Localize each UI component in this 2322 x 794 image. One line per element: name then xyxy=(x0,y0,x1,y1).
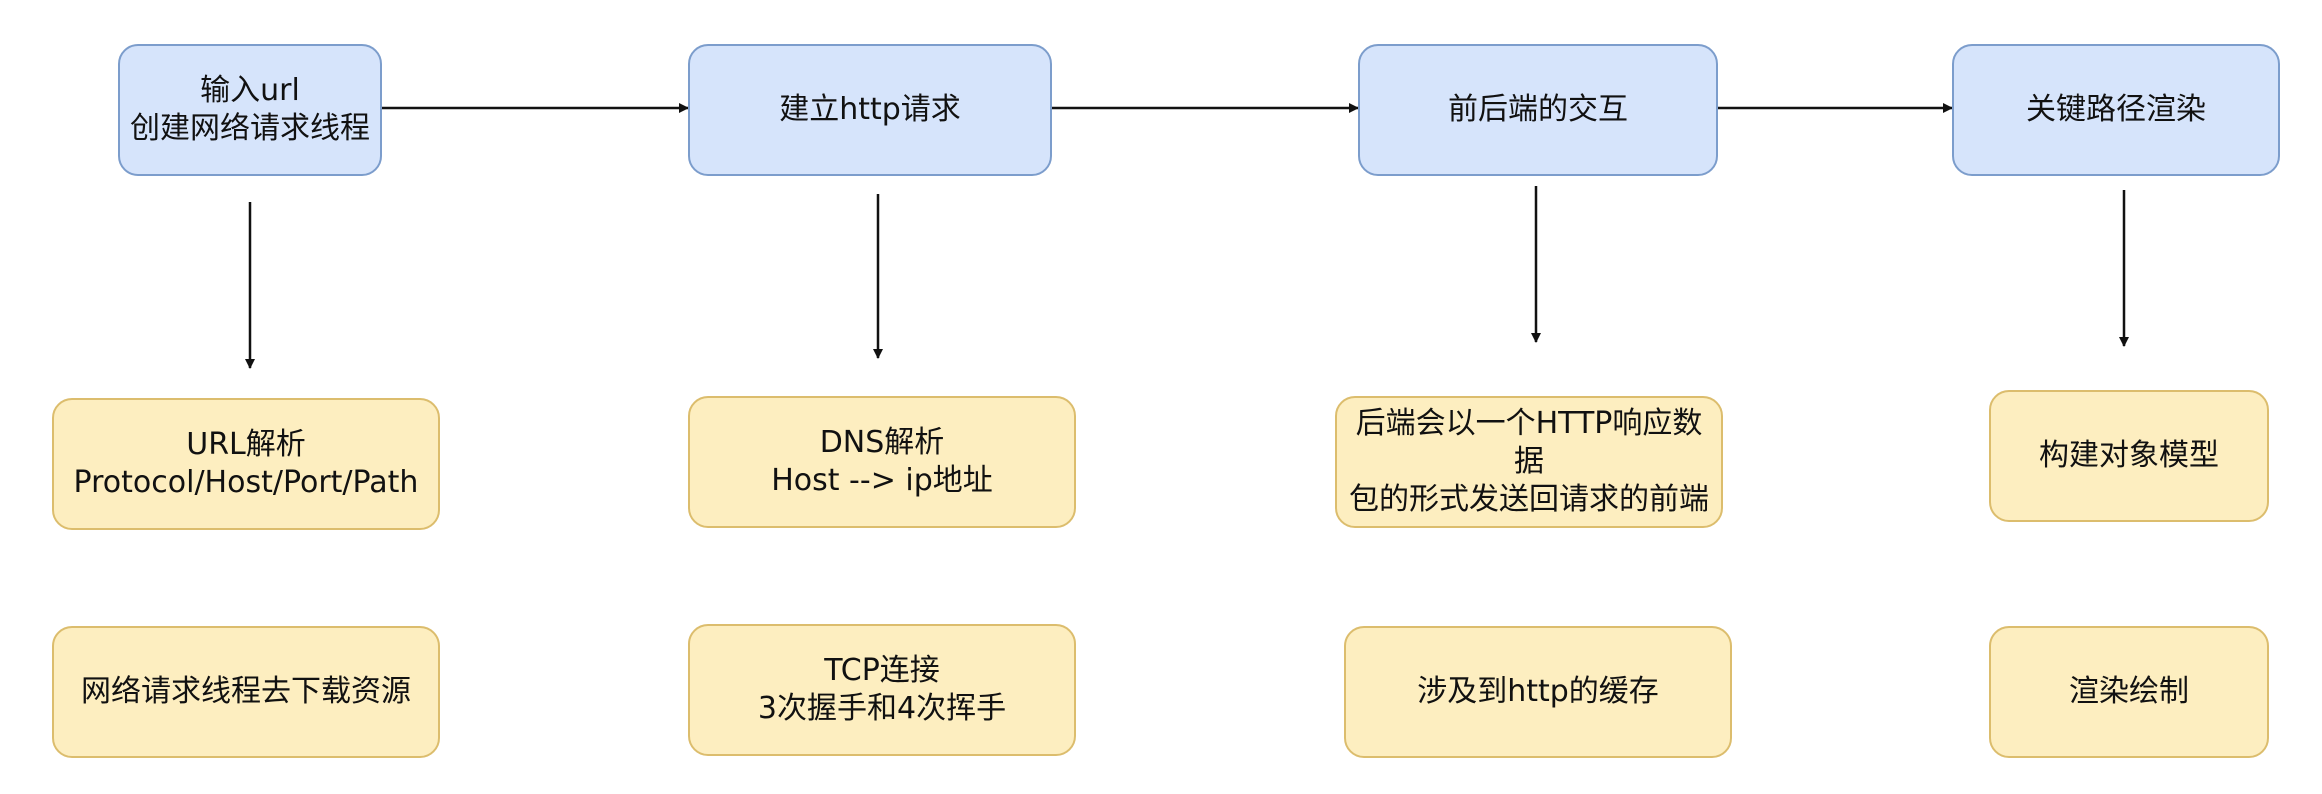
step-critical-rendering-path: 关键路径渲染 xyxy=(1952,44,2280,176)
detail-render-paint: 渲染绘制 xyxy=(1989,626,2269,758)
step-frontend-backend-interaction: 前后端的交互 xyxy=(1358,44,1718,176)
step-input-url: 输入url 创建网络请求线程 xyxy=(118,44,382,176)
detail-download-resources: 网络请求线程去下载资源 xyxy=(52,626,440,758)
detail-http-cache: 涉及到http的缓存 xyxy=(1344,626,1732,758)
detail-tcp-connection: TCP连接 3次握手和4次挥手 xyxy=(688,624,1076,756)
detail-dns-parsing: DNS解析 Host --> ip地址 xyxy=(688,396,1076,528)
detail-http-response: 后端会以一个HTTP响应数据 包的形式发送回请求的前端 xyxy=(1335,396,1723,528)
detail-build-object-model: 构建对象模型 xyxy=(1989,390,2269,522)
detail-url-parsing: URL解析 Protocol/Host/Port/Path xyxy=(52,398,440,530)
step-build-http-request: 建立http请求 xyxy=(688,44,1052,176)
